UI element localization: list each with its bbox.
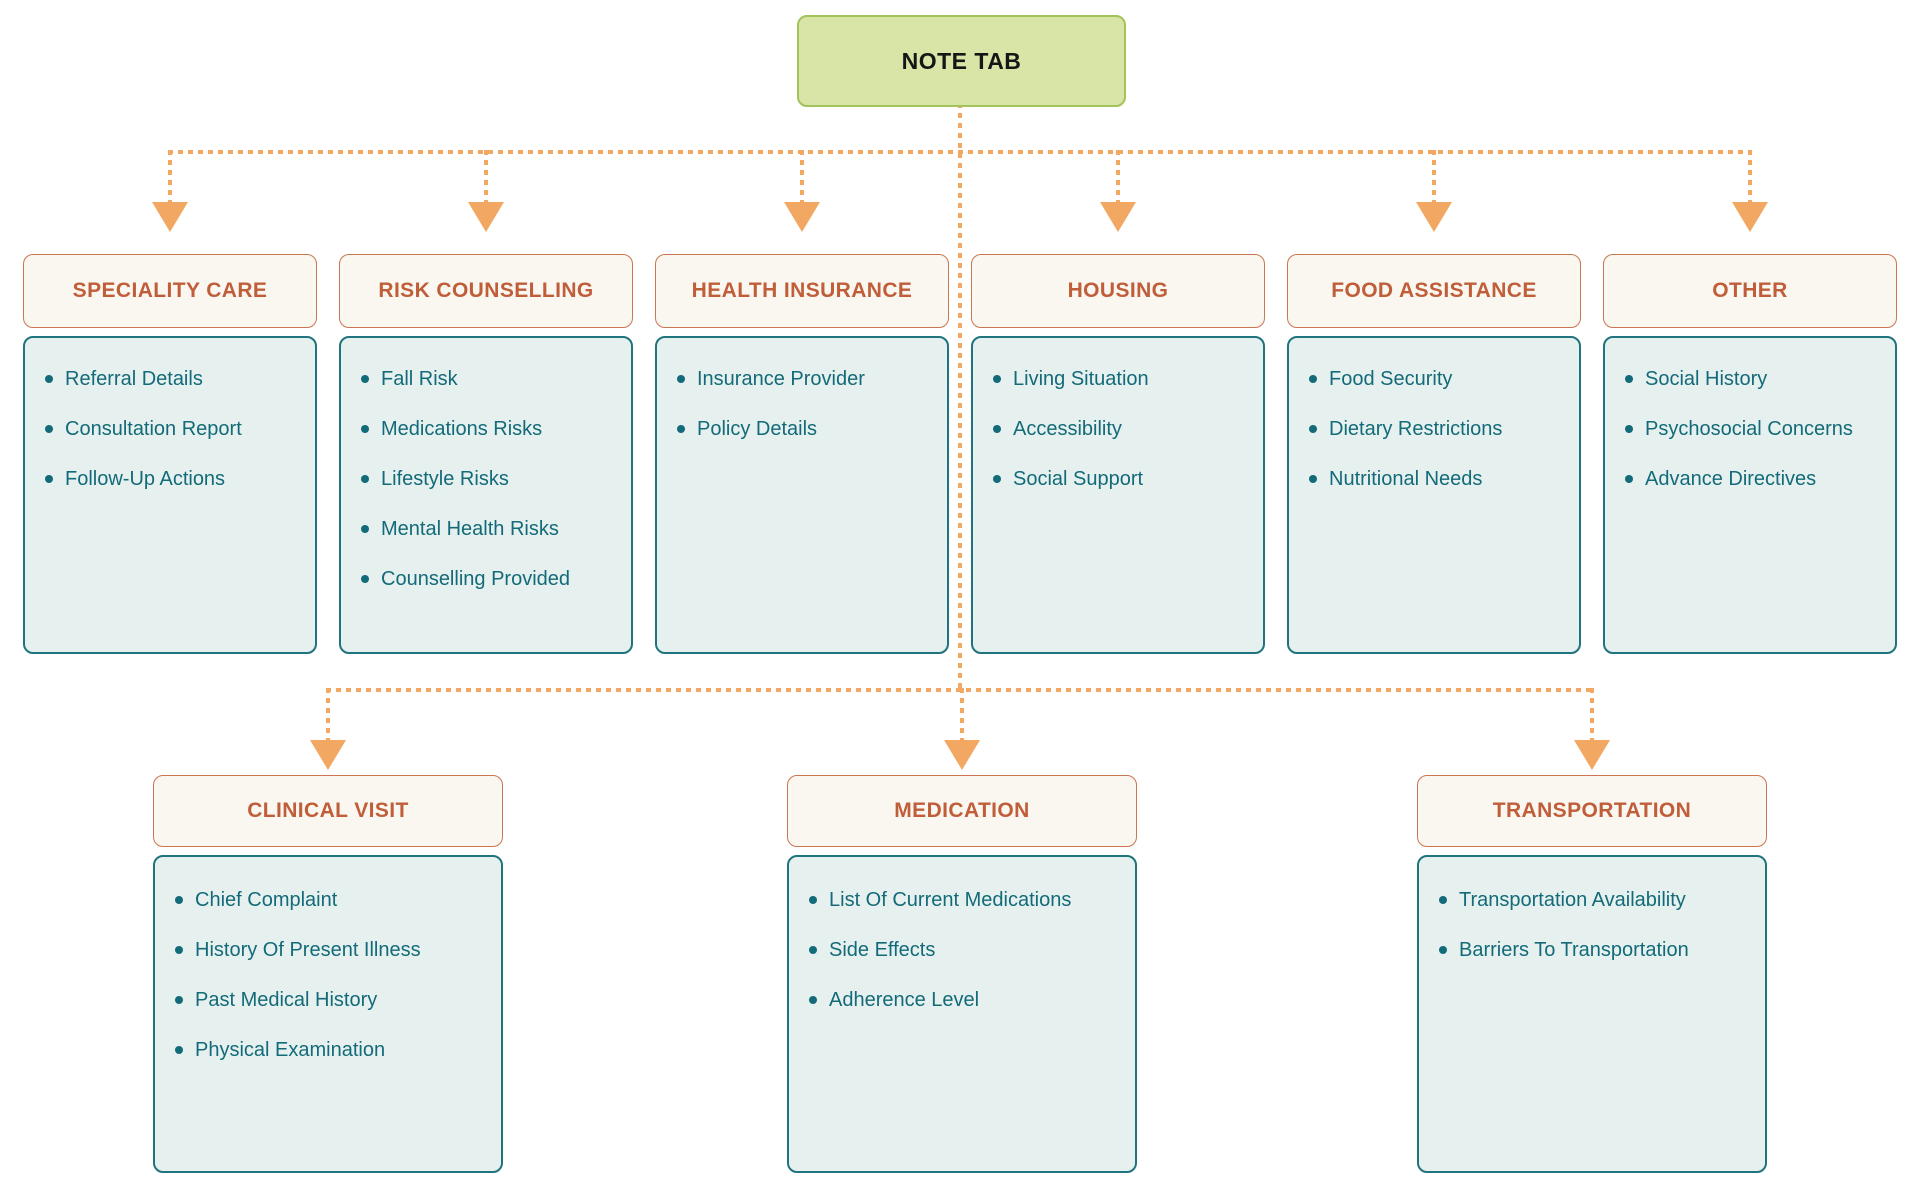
connector-stem: [168, 150, 172, 204]
section-title: RISK COUNSELLING: [378, 279, 594, 302]
section-header-medication: MEDICATION: [787, 775, 1137, 847]
list-item: Lifestyle Risks: [361, 454, 619, 504]
section-header-transportation: TRANSPORTATION: [1417, 775, 1767, 847]
arrow-down-icon: [152, 202, 188, 232]
section-header-food-assistance: FOOD ASSISTANCE: [1287, 254, 1581, 328]
connector-stem: [800, 150, 804, 204]
list-item: Consultation Report: [45, 404, 303, 454]
list-item: Insurance Provider: [677, 354, 935, 404]
list-item: Adherence Level: [809, 975, 1123, 1025]
section-header-other: OTHER: [1603, 254, 1897, 328]
list-item: Counselling Provided: [361, 554, 619, 604]
arrow-down-icon: [944, 740, 980, 770]
note-tab-node: NOTE TAB: [797, 15, 1126, 107]
section-header-health-insurance: HEALTH INSURANCE: [655, 254, 949, 328]
list-item: Advance Directives: [1625, 454, 1883, 504]
list-item: Medications Risks: [361, 404, 619, 454]
section-title: HOUSING: [1067, 279, 1169, 302]
arrow-down-icon: [1732, 202, 1768, 232]
list-item: List Of Current Medications: [809, 875, 1123, 925]
list-item: Nutritional Needs: [1309, 454, 1567, 504]
list-item: Food Security: [1309, 354, 1567, 404]
list-item: Mental Health Risks: [361, 504, 619, 554]
arrow-down-icon: [468, 202, 504, 232]
list-item: Chief Complaint: [175, 875, 423, 925]
list-item: History Of Present Illness: [175, 925, 423, 975]
list-item: Referral Details: [45, 354, 303, 404]
list-item: Policy Details: [677, 404, 935, 454]
list-item: Transportation Availability: [1439, 875, 1753, 925]
section-title: TRANSPORTATION: [1492, 799, 1692, 822]
connector-stem: [1432, 150, 1436, 204]
list-item: Fall Risk: [361, 354, 619, 404]
connector-stem: [1748, 150, 1752, 204]
list-item: Dietary Restrictions: [1309, 404, 1567, 454]
connector-line: [168, 150, 1752, 154]
section-title: HEALTH INSURANCE: [691, 279, 913, 302]
list-item: Living Situation: [993, 354, 1251, 404]
list-item: Past Medical History: [175, 975, 423, 1025]
list-item: Follow-Up Actions: [45, 454, 303, 504]
list-item: Side Effects: [809, 925, 1123, 975]
arrow-down-icon: [1574, 740, 1610, 770]
connector-line: [958, 103, 962, 688]
list-item: Physical Examination: [175, 1025, 423, 1075]
section-title: FOOD ASSISTANCE: [1331, 279, 1537, 302]
arrow-down-icon: [310, 740, 346, 770]
section-header-clinical-visit: CLINICAL VISIT: [153, 775, 503, 847]
list-item: Psychosocial Concerns: [1625, 404, 1883, 454]
section-title: OTHER: [1712, 279, 1788, 302]
section-header-speciality-care: SPECIALITY CARE: [23, 254, 317, 328]
list-item: Accessibility: [993, 404, 1251, 454]
section-title: MEDICATION: [894, 799, 1030, 822]
section-title: SPECIALITY CARE: [72, 279, 268, 302]
section-header-housing: HOUSING: [971, 254, 1265, 328]
arrow-down-icon: [1100, 202, 1136, 232]
list-item: Barriers To Transportation: [1439, 925, 1753, 975]
list-item: Social Support: [993, 454, 1251, 504]
section-header-risk-counselling: RISK COUNSELLING: [339, 254, 633, 328]
connector-stem: [1116, 150, 1120, 204]
arrow-down-icon: [1416, 202, 1452, 232]
arrow-down-icon: [784, 202, 820, 232]
connector-stem: [326, 688, 330, 742]
list-item: Social History: [1625, 354, 1883, 404]
connector-stem: [1590, 688, 1594, 742]
connector-stem: [960, 688, 964, 742]
connector-stem: [484, 150, 488, 204]
note-tab-label: NOTE TAB: [901, 47, 1022, 74]
section-title: CLINICAL VISIT: [247, 799, 409, 822]
section-transportation: TRANSPORTATION Transportation Availabili…: [1417, 775, 1767, 1173]
